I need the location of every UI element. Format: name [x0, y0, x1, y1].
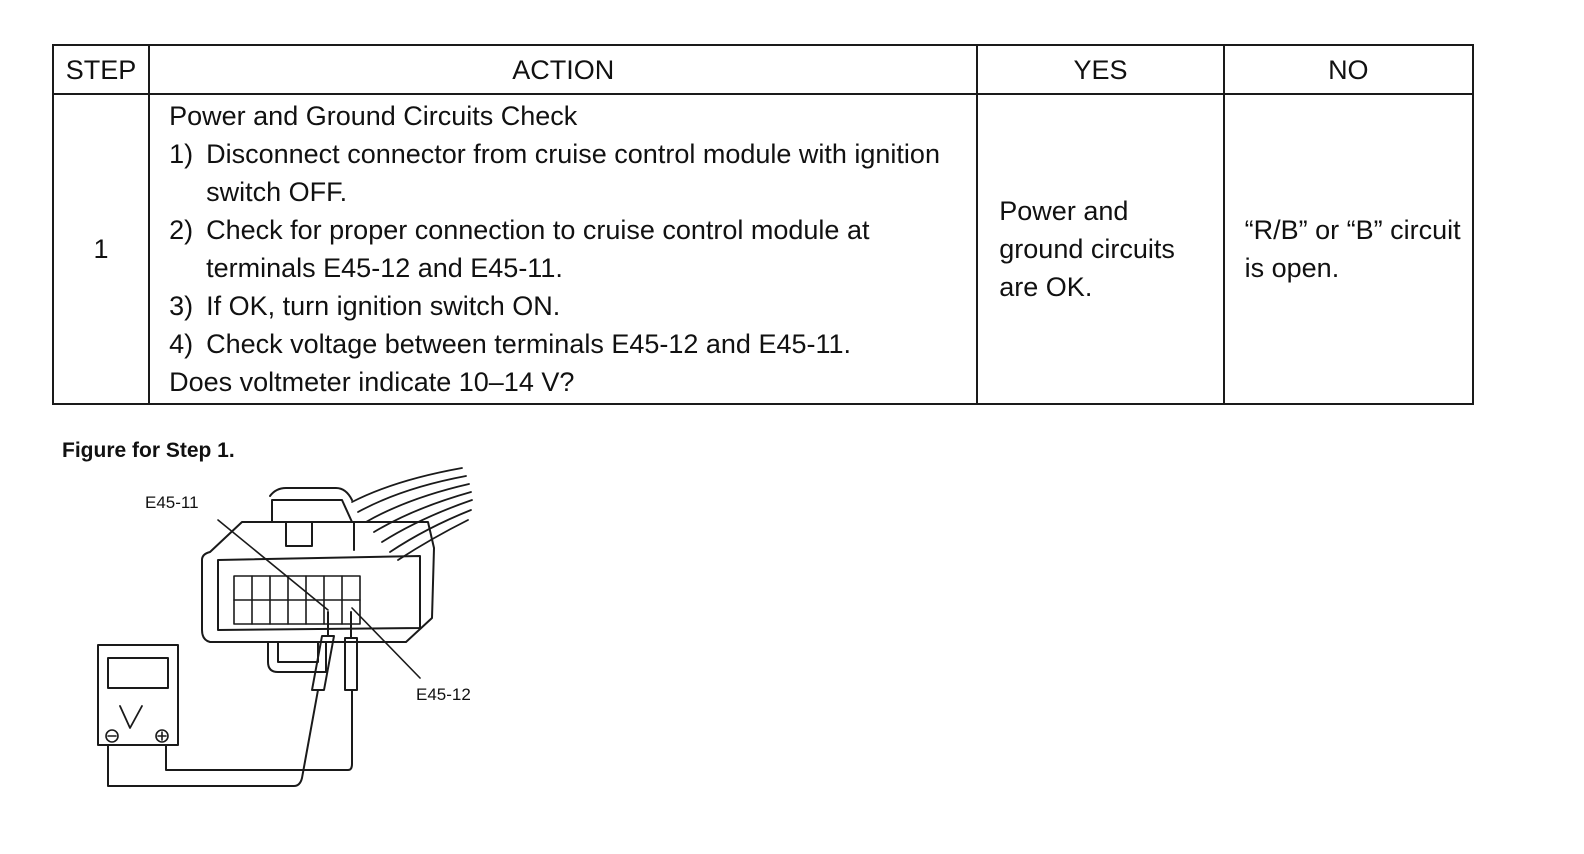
action-step-number: 2) — [169, 215, 194, 245]
header-yes: YES — [976, 44, 1225, 95]
troubleshooting-table: STEP ACTION YES NO 1 Power and Ground Ci… — [51, 44, 1475, 405]
action-step: 4) Check voltage between terminals E45-1… — [169, 325, 966, 363]
action-step-text: Check for proper connection to cruise co… — [206, 215, 870, 283]
header-no: NO — [1222, 44, 1475, 95]
label-e45-11: E45-11 — [145, 493, 199, 512]
test-lead-positive — [165, 689, 353, 771]
figure-caption: Figure for Step 1. — [62, 439, 235, 462]
action-step: 2) Check for proper connection to cruise… — [169, 211, 966, 287]
label-e45-12: E45-12 — [416, 685, 471, 704]
step-number: 1 — [51, 93, 151, 405]
action-step-number: 1) — [169, 139, 194, 169]
action-step-number: 3) — [169, 291, 194, 321]
terminal-grid — [233, 575, 361, 625]
leader-line-e45-12 — [351, 607, 421, 679]
action-step-text: Check voltage between terminals E45-12 a… — [206, 329, 852, 359]
action-step-text: If OK, turn ignition switch ON. — [206, 291, 561, 321]
action-step-number: 4) — [169, 329, 194, 359]
action-step-text: Disconnect connector from cruise control… — [206, 139, 940, 207]
action-step-list: 1) Disconnect connector from cruise cont… — [169, 135, 966, 363]
wire-harness — [351, 467, 473, 561]
leader-line-e45-11 — [217, 519, 329, 611]
action-cell: Power and Ground Circuits Check 1) Disco… — [148, 93, 979, 405]
header-step: STEP — [51, 44, 151, 95]
voltmeter-icon — [97, 644, 179, 746]
action-step: 3) If OK, turn ignition switch ON. — [169, 287, 966, 325]
header-action: ACTION — [148, 44, 979, 95]
test-lead-negative — [107, 689, 319, 787]
action-title: Power and Ground Circuits Check — [169, 101, 578, 131]
yes-result: Power and ground circuits are OK. — [976, 93, 1225, 405]
table-row: 1 Power and Ground Circuits Check 1) Dis… — [51, 93, 1475, 405]
connector-icon — [201, 487, 435, 673]
table-header-row: STEP ACTION YES NO — [51, 44, 1475, 95]
action-step: 1) Disconnect connector from cruise cont… — [169, 135, 966, 211]
connector-voltmeter-diagram: E45-11 E45-12 — [97, 467, 473, 787]
action-question: Does voltmeter indicate 10–14 V? — [169, 367, 575, 397]
no-result: “R/B” or “B” circuit is open. — [1222, 93, 1475, 405]
